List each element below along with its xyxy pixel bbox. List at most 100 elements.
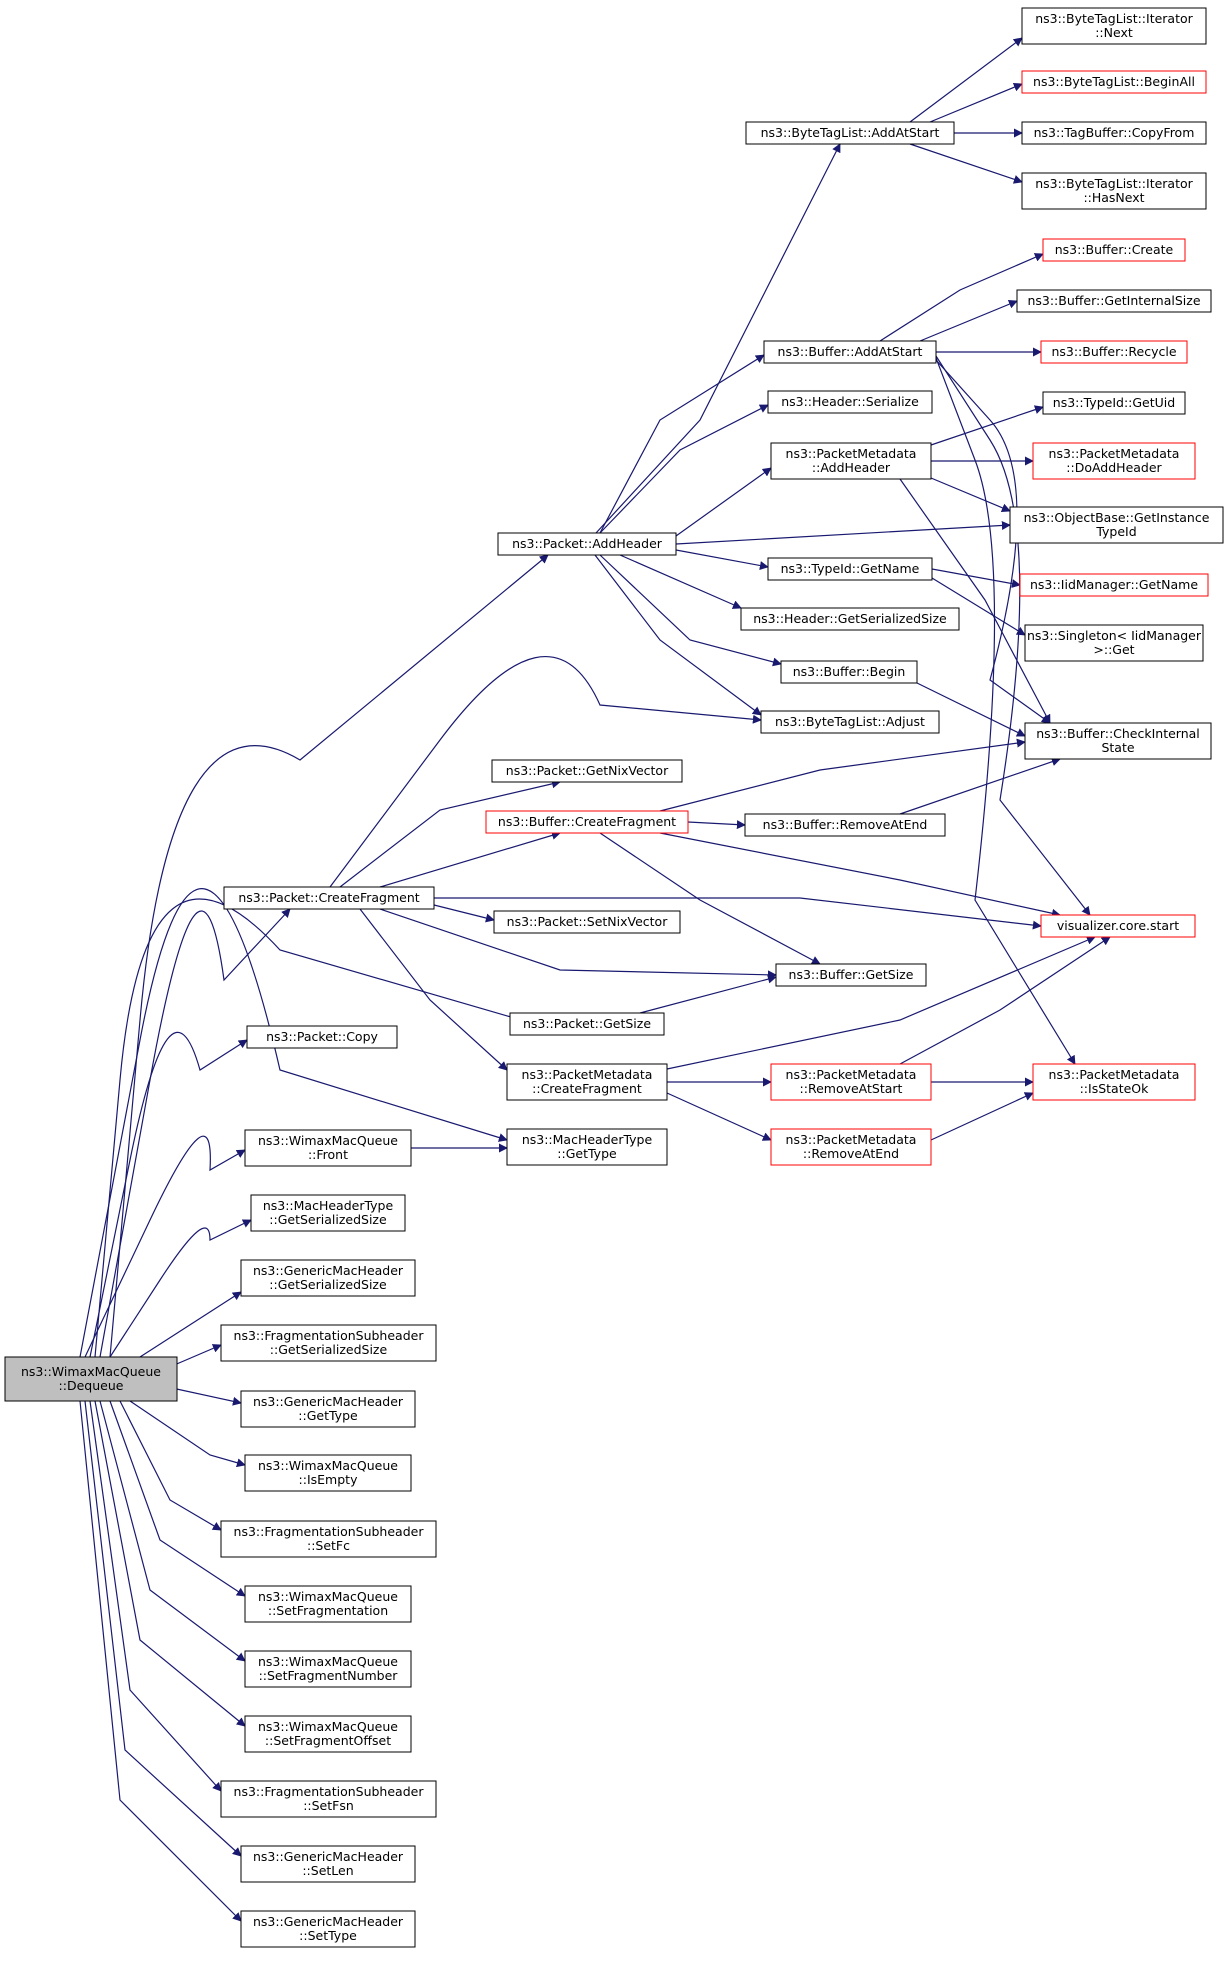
node-box — [1032, 442, 1196, 480]
node-pm-createfragment[interactable]: ns3::PacketMetadata::CreateFragment — [506, 1063, 668, 1101]
node-btl-adjust[interactable]: ns3::ByteTagList::Adjust — [760, 710, 940, 734]
call-edge-pm_addheader-to-typeid_getuid — [930, 405, 1044, 446]
node-pkt-setnixvector[interactable]: ns3::Packet::SetNixVector — [493, 910, 681, 934]
node-pkt-copy[interactable]: ns3::Packet::Copy — [246, 1025, 398, 1049]
node-label: ns3::Buffer::Begin — [793, 664, 906, 679]
node-typeid-getname[interactable]: ns3::TypeId::GetName — [767, 557, 933, 581]
node-pkt-getnixvector[interactable]: ns3::Packet::GetNixVector — [491, 759, 683, 783]
node-buf-addatstart[interactable]: ns3::Buffer::AddAtStart — [763, 340, 937, 364]
call-edge-pkt_createfragment-to-pkt_setnixvector — [433, 904, 495, 923]
node-btl-iter-next[interactable]: ns3::ByteTagList::Iterator::Next — [1021, 7, 1207, 45]
node-pm-removeatend[interactable]: ns3::PacketMetadata::RemoveAtEnd — [770, 1128, 932, 1166]
node-buf-getsize[interactable]: ns3::Buffer::GetSize — [775, 963, 927, 987]
node-label: ns3::WimaxMacQueue — [258, 1589, 398, 1604]
node-box — [491, 759, 683, 783]
node-fs-setfsn[interactable]: ns3::FragmentationSubheader::SetFsn — [220, 1780, 437, 1818]
node-wmq-front[interactable]: ns3::WimaxMacQueue::Front — [244, 1129, 412, 1167]
node-typeid-getuid[interactable]: ns3::TypeId::GetUid — [1042, 391, 1186, 415]
node-singleton-get[interactable]: ns3::Singleton< IidManager>::Get — [1024, 624, 1204, 662]
node-label: ::Next — [1095, 25, 1133, 40]
node-wmq-isempty[interactable]: ns3::WimaxMacQueue::IsEmpty — [244, 1454, 412, 1492]
node-box — [220, 1520, 437, 1558]
node-box — [244, 1454, 412, 1492]
node-btl-beginall[interactable]: ns3::ByteTagList::BeginAll — [1021, 70, 1207, 94]
node-hdr-getserializedsize[interactable]: ns3::Header::GetSerializedSize — [740, 607, 960, 631]
node-label: ns3::ByteTagList::AddAtStart — [761, 125, 940, 140]
node-buf-recycle[interactable]: ns3::Buffer::Recycle — [1040, 340, 1188, 364]
node-mht-getserializedsize[interactable]: ns3::MacHeaderType::GetSerializedSize — [250, 1194, 406, 1232]
node-pm-doaddheader[interactable]: ns3::PacketMetadata::DoAddHeader — [1032, 442, 1196, 480]
call-edge-pkt_addheader-to-hdr_getserializedsize — [619, 554, 742, 609]
call-edge-pkt_addheader-to-hdr_serialize — [599, 404, 769, 534]
call-edge-dequeue-to-fs_setfc — [119, 1400, 222, 1531]
node-label: ::SetFc — [307, 1538, 350, 1553]
node-box — [240, 1910, 416, 1948]
node-viz-core-start[interactable]: visualizer.core.start — [1040, 914, 1196, 938]
node-pkt-getsize[interactable]: ns3::Packet::GetSize — [509, 1012, 665, 1036]
node-label: ns3::Buffer::GetInternalSize — [1027, 293, 1200, 308]
edges — [79, 37, 1111, 1922]
node-box — [1024, 722, 1212, 760]
node-mht-gettype[interactable]: ns3::MacHeaderType::GetType — [506, 1128, 668, 1166]
node-pm-addheader[interactable]: ns3::PacketMetadata::AddHeader — [770, 442, 932, 480]
node-btl-iter-hasnext[interactable]: ns3::ByteTagList::Iterator::HasNext — [1021, 172, 1207, 210]
node-label: TypeId — [1095, 524, 1136, 539]
node-wmq-setfragmentoffset[interactable]: ns3::WimaxMacQueue::SetFragmentOffset — [244, 1715, 412, 1753]
call-edge-pkt_addheader-to-btl_addatstart — [595, 143, 841, 534]
node-box — [1009, 506, 1224, 544]
call-edge-buf_addatstart-to-buf_create — [879, 253, 1044, 342]
call-edge-buf_createfragment-to-buf_getsize — [599, 832, 821, 965]
node-pkt-createfragment[interactable]: ns3::Packet::CreateFragment — [223, 886, 435, 910]
node-btl-addatstart[interactable]: ns3::ByteTagList::AddAtStart — [745, 121, 955, 145]
node-box — [745, 121, 955, 145]
node-hdr-serialize[interactable]: ns3::Header::Serialize — [767, 390, 933, 414]
node-gmh-gettype[interactable]: ns3::GenericMacHeader::GetType — [240, 1390, 416, 1428]
node-fs-getserializedsize[interactable]: ns3::FragmentationSubheader::GetSerializ… — [220, 1324, 437, 1362]
node-box — [740, 607, 960, 631]
node-label: ns3::TypeId::GetName — [781, 561, 920, 576]
node-wmq-setfragmentation[interactable]: ns3::WimaxMacQueue::SetFragmentation — [244, 1585, 412, 1623]
node-label: ::GetSerializedSize — [270, 1342, 388, 1357]
node-label: State — [1101, 740, 1134, 755]
call-edge-pkt_createfragment-to-buf_createfragment — [379, 831, 561, 888]
node-gmh-getserializedsize[interactable]: ns3::GenericMacHeader::GetSerializedSize — [240, 1259, 416, 1297]
node-pkt-addheader[interactable]: ns3::Packet::AddHeader — [497, 532, 677, 556]
node-fs-setfc[interactable]: ns3::FragmentationSubheader::SetFc — [220, 1520, 437, 1558]
node-iid-getname[interactable]: ns3::IidManager::GetName — [1019, 573, 1209, 597]
node-label: ns3::Header::GetSerializedSize — [753, 611, 947, 626]
node-buf-begin[interactable]: ns3::Buffer::Begin — [780, 660, 918, 684]
node-box — [1024, 624, 1204, 662]
call-edge-dequeue-to-mht_getserializedsize — [109, 1219, 252, 1358]
node-box — [244, 1715, 412, 1753]
node-pm-removeatstart[interactable]: ns3::PacketMetadata::RemoveAtStart — [770, 1063, 932, 1101]
node-box — [1040, 340, 1188, 364]
node-label: ns3::PacketMetadata — [1049, 1067, 1180, 1082]
call-edge-buf_addatstart-to-buf_getinternalsize — [919, 299, 1018, 342]
node-gmh-setlen[interactable]: ns3::GenericMacHeader::SetLen — [240, 1845, 416, 1883]
node-box — [240, 1259, 416, 1297]
node-label: ns3::TypeId::GetUid — [1053, 395, 1175, 410]
call-edge-pkt_addheader-to-typeid_getname — [675, 549, 769, 570]
node-tagbuffer-copyfrom[interactable]: ns3::TagBuffer::CopyFrom — [1021, 121, 1207, 145]
node-box — [220, 1780, 437, 1818]
node-box — [744, 813, 946, 837]
node-box — [244, 1650, 412, 1688]
node-box — [1019, 573, 1209, 597]
node-label: ns3::ByteTagList::BeginAll — [1033, 74, 1195, 89]
node-label: ns3::GenericMacHeader — [253, 1914, 404, 1929]
node-pm-isstateok[interactable]: ns3::PacketMetadata::IsStateOk — [1032, 1063, 1196, 1101]
node-buf-create[interactable]: ns3::Buffer::Create — [1042, 238, 1186, 262]
node-wmq-setfragmentnumber[interactable]: ns3::WimaxMacQueue::SetFragmentNumber — [244, 1650, 412, 1688]
node-buf-getinternalsize[interactable]: ns3::Buffer::GetInternalSize — [1016, 289, 1212, 313]
node-buf-createfragment[interactable]: ns3::Buffer::CreateFragment — [485, 810, 689, 834]
node-label: ::SetType — [299, 1928, 357, 1943]
node-label: ::GetType — [298, 1408, 358, 1423]
call-edge-buf_begin-to-buf_checkinternalstate — [916, 682, 1026, 737]
node-box — [506, 1063, 668, 1101]
node-buf-removeatend[interactable]: ns3::Buffer::RemoveAtEnd — [744, 813, 946, 837]
node-label: ns3::Packet::AddHeader — [512, 536, 663, 551]
node-gmh-settype[interactable]: ns3::GenericMacHeader::SetType — [240, 1910, 416, 1948]
